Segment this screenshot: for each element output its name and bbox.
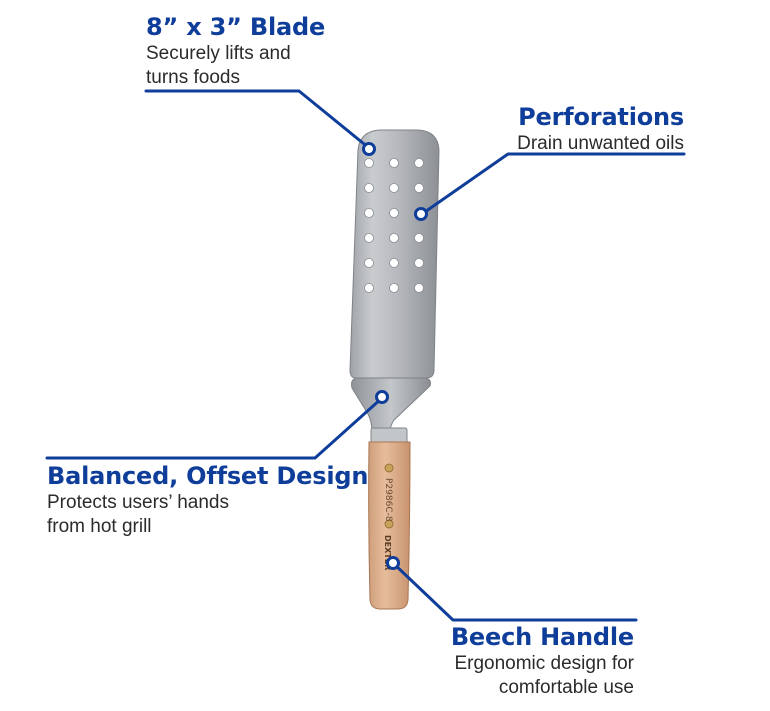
perforation-hole <box>364 233 374 243</box>
perforation-hole <box>389 183 399 193</box>
perforation-hole <box>364 183 374 193</box>
perforations-anchor-dot <box>414 207 428 221</box>
perforation-hole <box>389 208 399 218</box>
perforation-hole <box>414 283 424 293</box>
callout-description: Drain unwanted oils <box>517 133 684 154</box>
callout-perforations: Perforations Drain unwanted oils <box>517 102 684 156</box>
callout-beech-handle: Beech Handle Ergonomic design for comfor… <box>451 622 634 700</box>
handle-leader-line <box>391 561 638 622</box>
handle-anchor-dot <box>386 556 400 570</box>
blade-anchor-dot <box>362 142 376 156</box>
perforation-hole <box>389 258 399 268</box>
callout-description: Securely lifts and turns foods <box>146 43 291 88</box>
offset-neck <box>351 377 431 433</box>
perforation-hole <box>414 233 424 243</box>
callout-offset-design: Balanced, Offset Design Protects users’ … <box>47 461 368 539</box>
perforations-leader-line <box>420 152 686 216</box>
handle-rivet-bottom <box>384 519 394 529</box>
perforation-hole <box>414 258 424 268</box>
perforation-hole <box>414 183 424 193</box>
callout-title: Balanced, Offset Design <box>47 462 369 490</box>
blade-perforations <box>364 158 424 293</box>
perforation-hole <box>414 158 424 168</box>
callout-title: Beech Handle <box>450 623 634 651</box>
blade-leader-line <box>144 89 371 150</box>
callout-title: Perforations <box>518 103 684 131</box>
perforation-hole <box>389 158 399 168</box>
callout-title: 8” x 3” Blade <box>146 13 326 41</box>
perforation-hole <box>364 208 374 218</box>
callout-blade: 8” x 3” Blade Securely lifts and turns f… <box>146 12 325 90</box>
brand-imprint: DEXTER <box>383 535 392 570</box>
handle-rivet-top <box>384 463 394 473</box>
callout-description: Ergonomic design for comfortable use <box>454 653 634 698</box>
callout-description: Protects users’ hands from hot grill <box>47 492 229 537</box>
offset-anchor-dot <box>375 390 389 404</box>
model-code-imprint: P2986C-8 <box>383 478 393 522</box>
perforation-hole <box>364 283 374 293</box>
perforation-hole <box>389 233 399 243</box>
offset-leader-line <box>45 396 384 460</box>
perforation-hole <box>364 258 374 268</box>
perforation-hole <box>364 158 374 168</box>
perforation-hole <box>389 283 399 293</box>
